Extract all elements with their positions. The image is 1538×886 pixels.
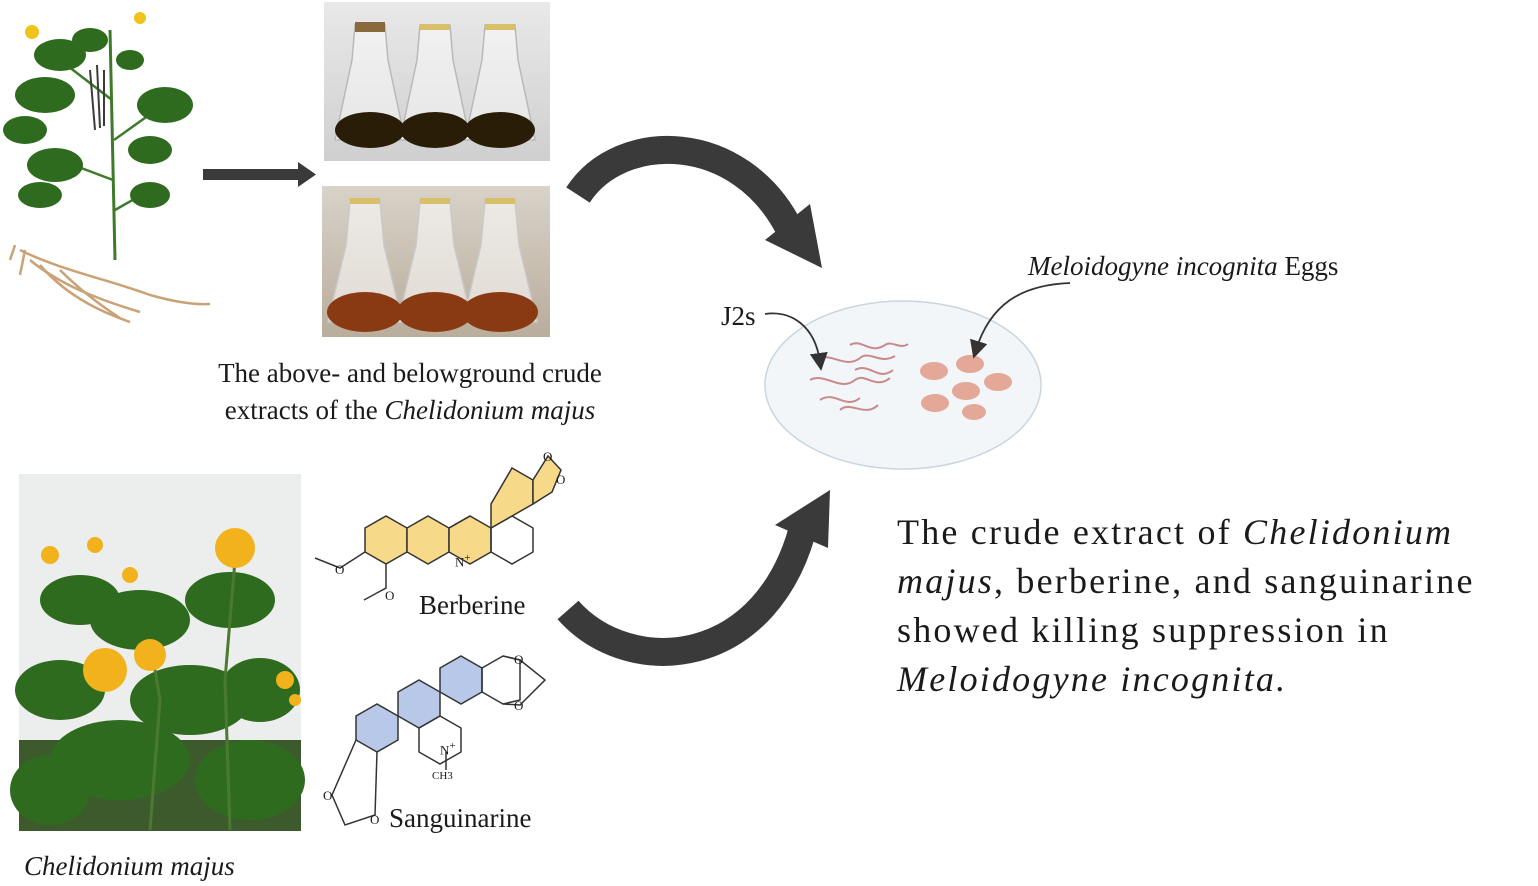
curved-arrow-top [566,135,822,268]
eggs-label: Meloidogyne incognita Eggs [1028,251,1339,281]
berberine-label: Berberine [419,590,526,620]
berberine-oxygen-3: O [556,472,566,487]
berberine-oxygen-4: O [543,449,553,464]
sanguinarine-structure [331,655,547,826]
conclusion-line3: showed killing suppression in [897,610,1390,650]
curved-arrow-bottom [557,490,830,666]
extracts-caption-line2: extracts of the Chelidonium majus [224,395,596,425]
sanguinarine-oxygen-2: O [514,698,524,713]
berberine-structure [314,454,562,601]
berberine-oxygen-2: O [385,588,395,603]
sanguinarine-methyl: CH3 [432,770,453,782]
belowground-extract-photo [322,186,550,337]
sanguinarine-oxygen-1: O [514,652,524,667]
sanguinarine-label: Sanguinarine [389,803,532,833]
extracts-caption-line1: The above- and belowground crude [218,358,602,388]
extraction-arrow [203,162,316,187]
berberine-oxygen-1: O [335,562,345,577]
conclusion-line1: The crude extract of Chelidonium [897,512,1454,552]
sanguinarine-oxygen-3: O [323,788,333,803]
sanguinarine-oxygen-4: O [370,812,380,827]
plant-illustration [3,12,211,324]
plant-photo-caption: Chelidonium majus [24,851,235,881]
conclusion-line4: Meloidogyne incognita. [897,659,1288,699]
j2s-label: J2s [721,301,756,331]
berberine-nitrogen: N+ [455,552,471,570]
aboveground-extract-photo [324,2,550,161]
sanguinarine-nitrogen: N+ [440,740,456,758]
extracts-caption: The above- and belowground crude extract… [180,355,640,429]
chelidonium-photo [10,474,305,831]
conclusion-text: The crude extract of Chelidonium majus, … [897,508,1537,704]
petri-dish [764,282,1071,470]
conclusion-line2: majus, berberine, and sanguinarine [897,561,1475,601]
